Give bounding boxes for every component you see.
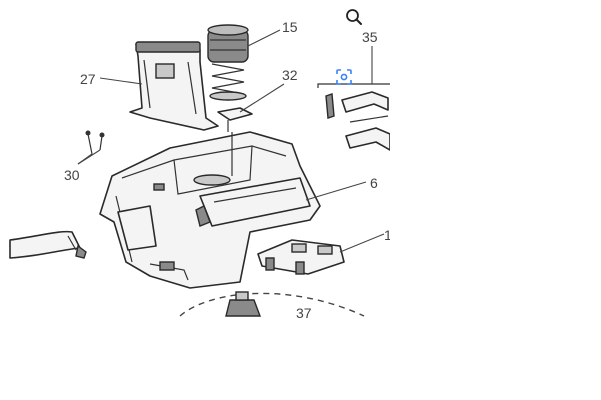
callout-6: 6 <box>370 175 378 191</box>
part-37-dashed-group <box>179 291 365 317</box>
callout-32: 32 <box>282 67 298 83</box>
callout-37: 37 <box>296 305 312 320</box>
parts-diagram: 15 27 32 35 30 6 37 1 <box>9 19 390 320</box>
part-15-spring-cylinder <box>207 24 249 101</box>
part-27-flap <box>129 41 219 131</box>
part-32-bracket <box>217 107 253 132</box>
leader-lines <box>77 29 385 253</box>
magnifier-icon[interactable] <box>344 7 364 27</box>
part-30-pins <box>85 130 105 155</box>
part-6-housing <box>99 131 321 289</box>
callout-15: 15 <box>282 19 298 35</box>
visual-search-icon[interactable] <box>334 67 354 87</box>
callout-30: 30 <box>64 167 80 183</box>
part-hose <box>9 230 87 259</box>
part-1-tray <box>257 239 345 275</box>
callout-35: 35 <box>362 29 378 45</box>
callout-1: 1 <box>384 227 390 243</box>
callout-27: 27 <box>80 71 96 87</box>
part-35-clips <box>317 83 390 151</box>
